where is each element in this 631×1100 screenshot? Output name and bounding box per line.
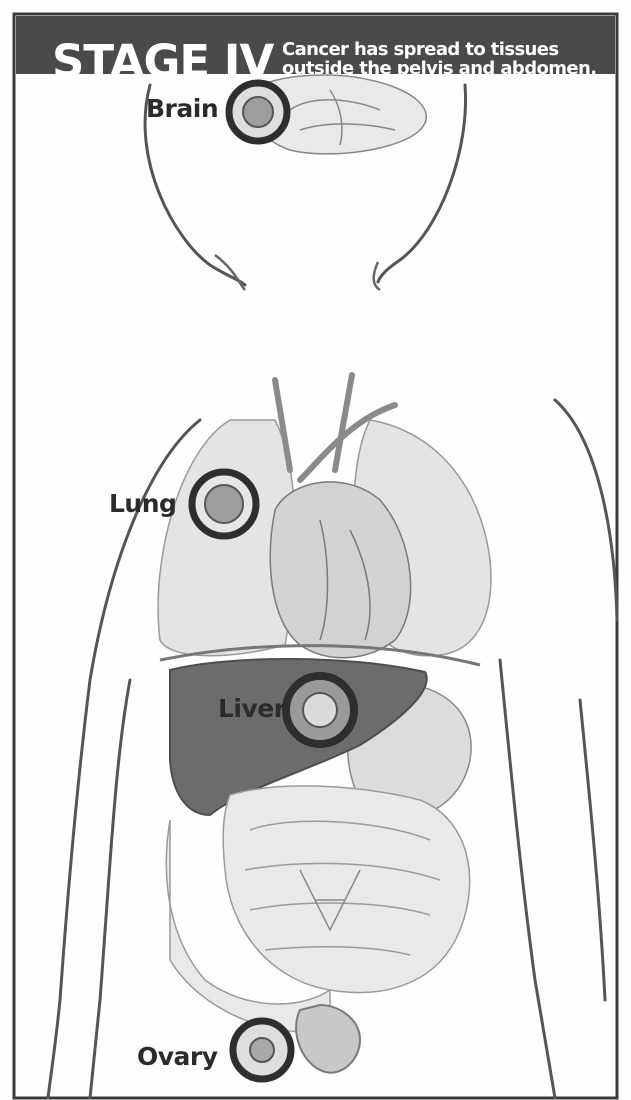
tumor-liver	[286, 676, 354, 744]
label-liver: Liver	[218, 694, 286, 724]
tumor-brain	[229, 83, 287, 141]
stage-description-line-2: outside the pelvis and abdomen.	[282, 59, 631, 78]
stage-description: Cancer has spread to tissues outside the…	[282, 40, 631, 78]
stage-header: STAGE IV Cancer has spread to tissues ou…	[16, 16, 615, 74]
intestines-illustration	[166, 786, 469, 1032]
stage-title: STAGE IV	[52, 33, 273, 91]
uterus-illustration	[296, 1005, 360, 1073]
neck-lines	[215, 255, 380, 290]
label-ovary: Ovary	[137, 1042, 218, 1072]
label-brain: Brain	[146, 94, 218, 124]
tumor-ovary	[233, 1021, 291, 1079]
tumor-lung	[192, 472, 256, 536]
label-lung: Lung	[109, 489, 176, 519]
stage-description-line-1: Cancer has spread to tissues	[282, 40, 631, 59]
